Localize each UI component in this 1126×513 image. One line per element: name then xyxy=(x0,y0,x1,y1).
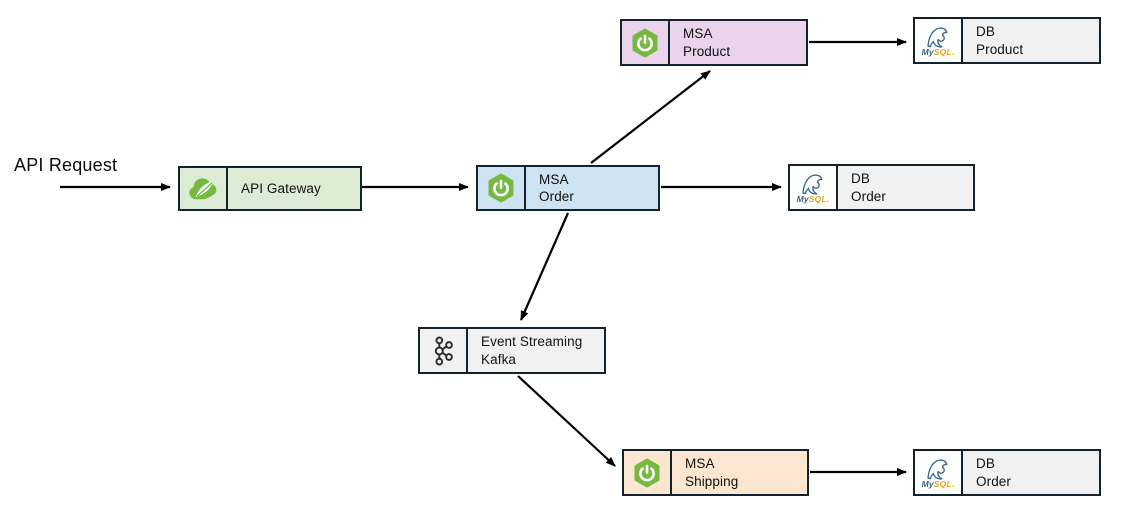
kafka-icon xyxy=(420,329,468,372)
api-request-label: API Request xyxy=(14,155,118,175)
spring-cloud-icon xyxy=(180,168,228,209)
arrow-order-to-kafka xyxy=(519,212,570,321)
mysql-wordmark: MySQL. xyxy=(921,479,955,490)
arrow-kafka-to-shipping xyxy=(517,375,616,467)
node-label: MSA Order xyxy=(539,171,575,204)
mysql-wordmark: MySQL. xyxy=(796,194,830,205)
mysql-wordmark: MySQL. xyxy=(921,47,955,58)
node-label: MSA Product xyxy=(683,26,731,59)
node-msa-product: MSA Product xyxy=(620,19,808,66)
node-db-product: MySQL. DB Product xyxy=(913,17,1101,64)
node-label: Event Streaming Kafka xyxy=(481,334,583,367)
node-label: DB Order xyxy=(851,171,887,204)
arrow-order-to-product xyxy=(590,70,711,164)
spring-boot-icon xyxy=(624,451,672,494)
mysql-icon: MySQL. xyxy=(915,19,963,62)
mysql-icon: MySQL. xyxy=(915,451,963,494)
node-label: MSA Shipping xyxy=(685,456,739,489)
node-label: DB Order xyxy=(976,456,1012,489)
spring-boot-icon xyxy=(622,21,670,64)
node-label: API Gateway xyxy=(241,180,321,196)
node-db-order-bottom: MySQL. DB Order xyxy=(913,449,1101,496)
node-label: DB Product xyxy=(976,24,1024,57)
mysql-icon: MySQL. xyxy=(790,166,838,209)
spring-boot-icon xyxy=(478,167,526,209)
node-msa-shipping: MSA Shipping xyxy=(622,449,809,496)
node-api-gateway: API Gateway xyxy=(178,166,362,211)
node-msa-order: MSA Order xyxy=(476,165,660,211)
node-db-order-mid: MySQL. DB Order xyxy=(788,164,975,211)
node-event-streaming-kafka: Event Streaming Kafka xyxy=(418,327,606,374)
